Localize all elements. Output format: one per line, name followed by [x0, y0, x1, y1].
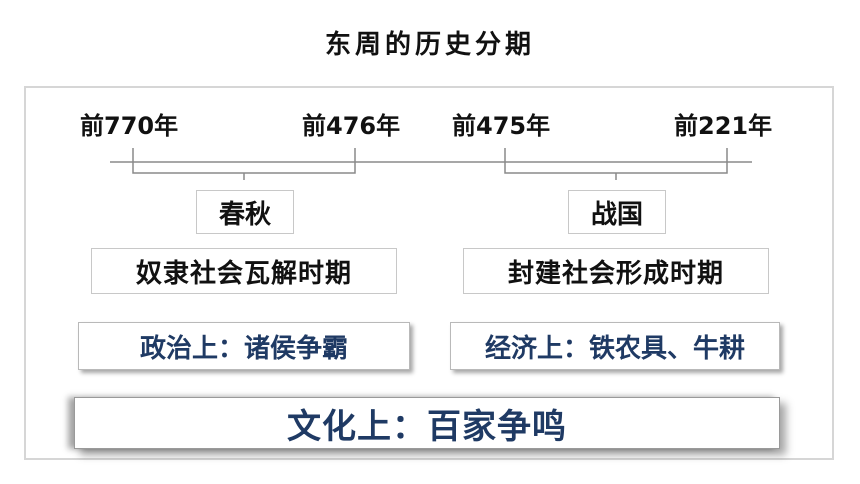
- date-476bc: 前476年: [302, 112, 401, 140]
- date-475bc: 前475年: [452, 112, 551, 140]
- date-770bc: 前770年: [80, 112, 179, 140]
- stage-zhanguo: 封建社会形成时期: [463, 248, 769, 294]
- period-chunqiu: 春秋: [196, 190, 294, 234]
- diagram-title: 东周的历史分期: [324, 30, 535, 60]
- diagram-frame: [24, 86, 834, 460]
- feature-culture: 文化上：百家争鸣: [74, 397, 780, 449]
- period-zhanguo: 战国: [568, 190, 666, 234]
- feature-politics: 政治上：诸侯争霸: [78, 322, 410, 370]
- date-221bc: 前221年: [674, 112, 773, 140]
- stage-chunqiu: 奴隶社会瓦解时期: [91, 248, 397, 294]
- feature-economy: 经济上：铁农具、牛耕: [450, 322, 780, 370]
